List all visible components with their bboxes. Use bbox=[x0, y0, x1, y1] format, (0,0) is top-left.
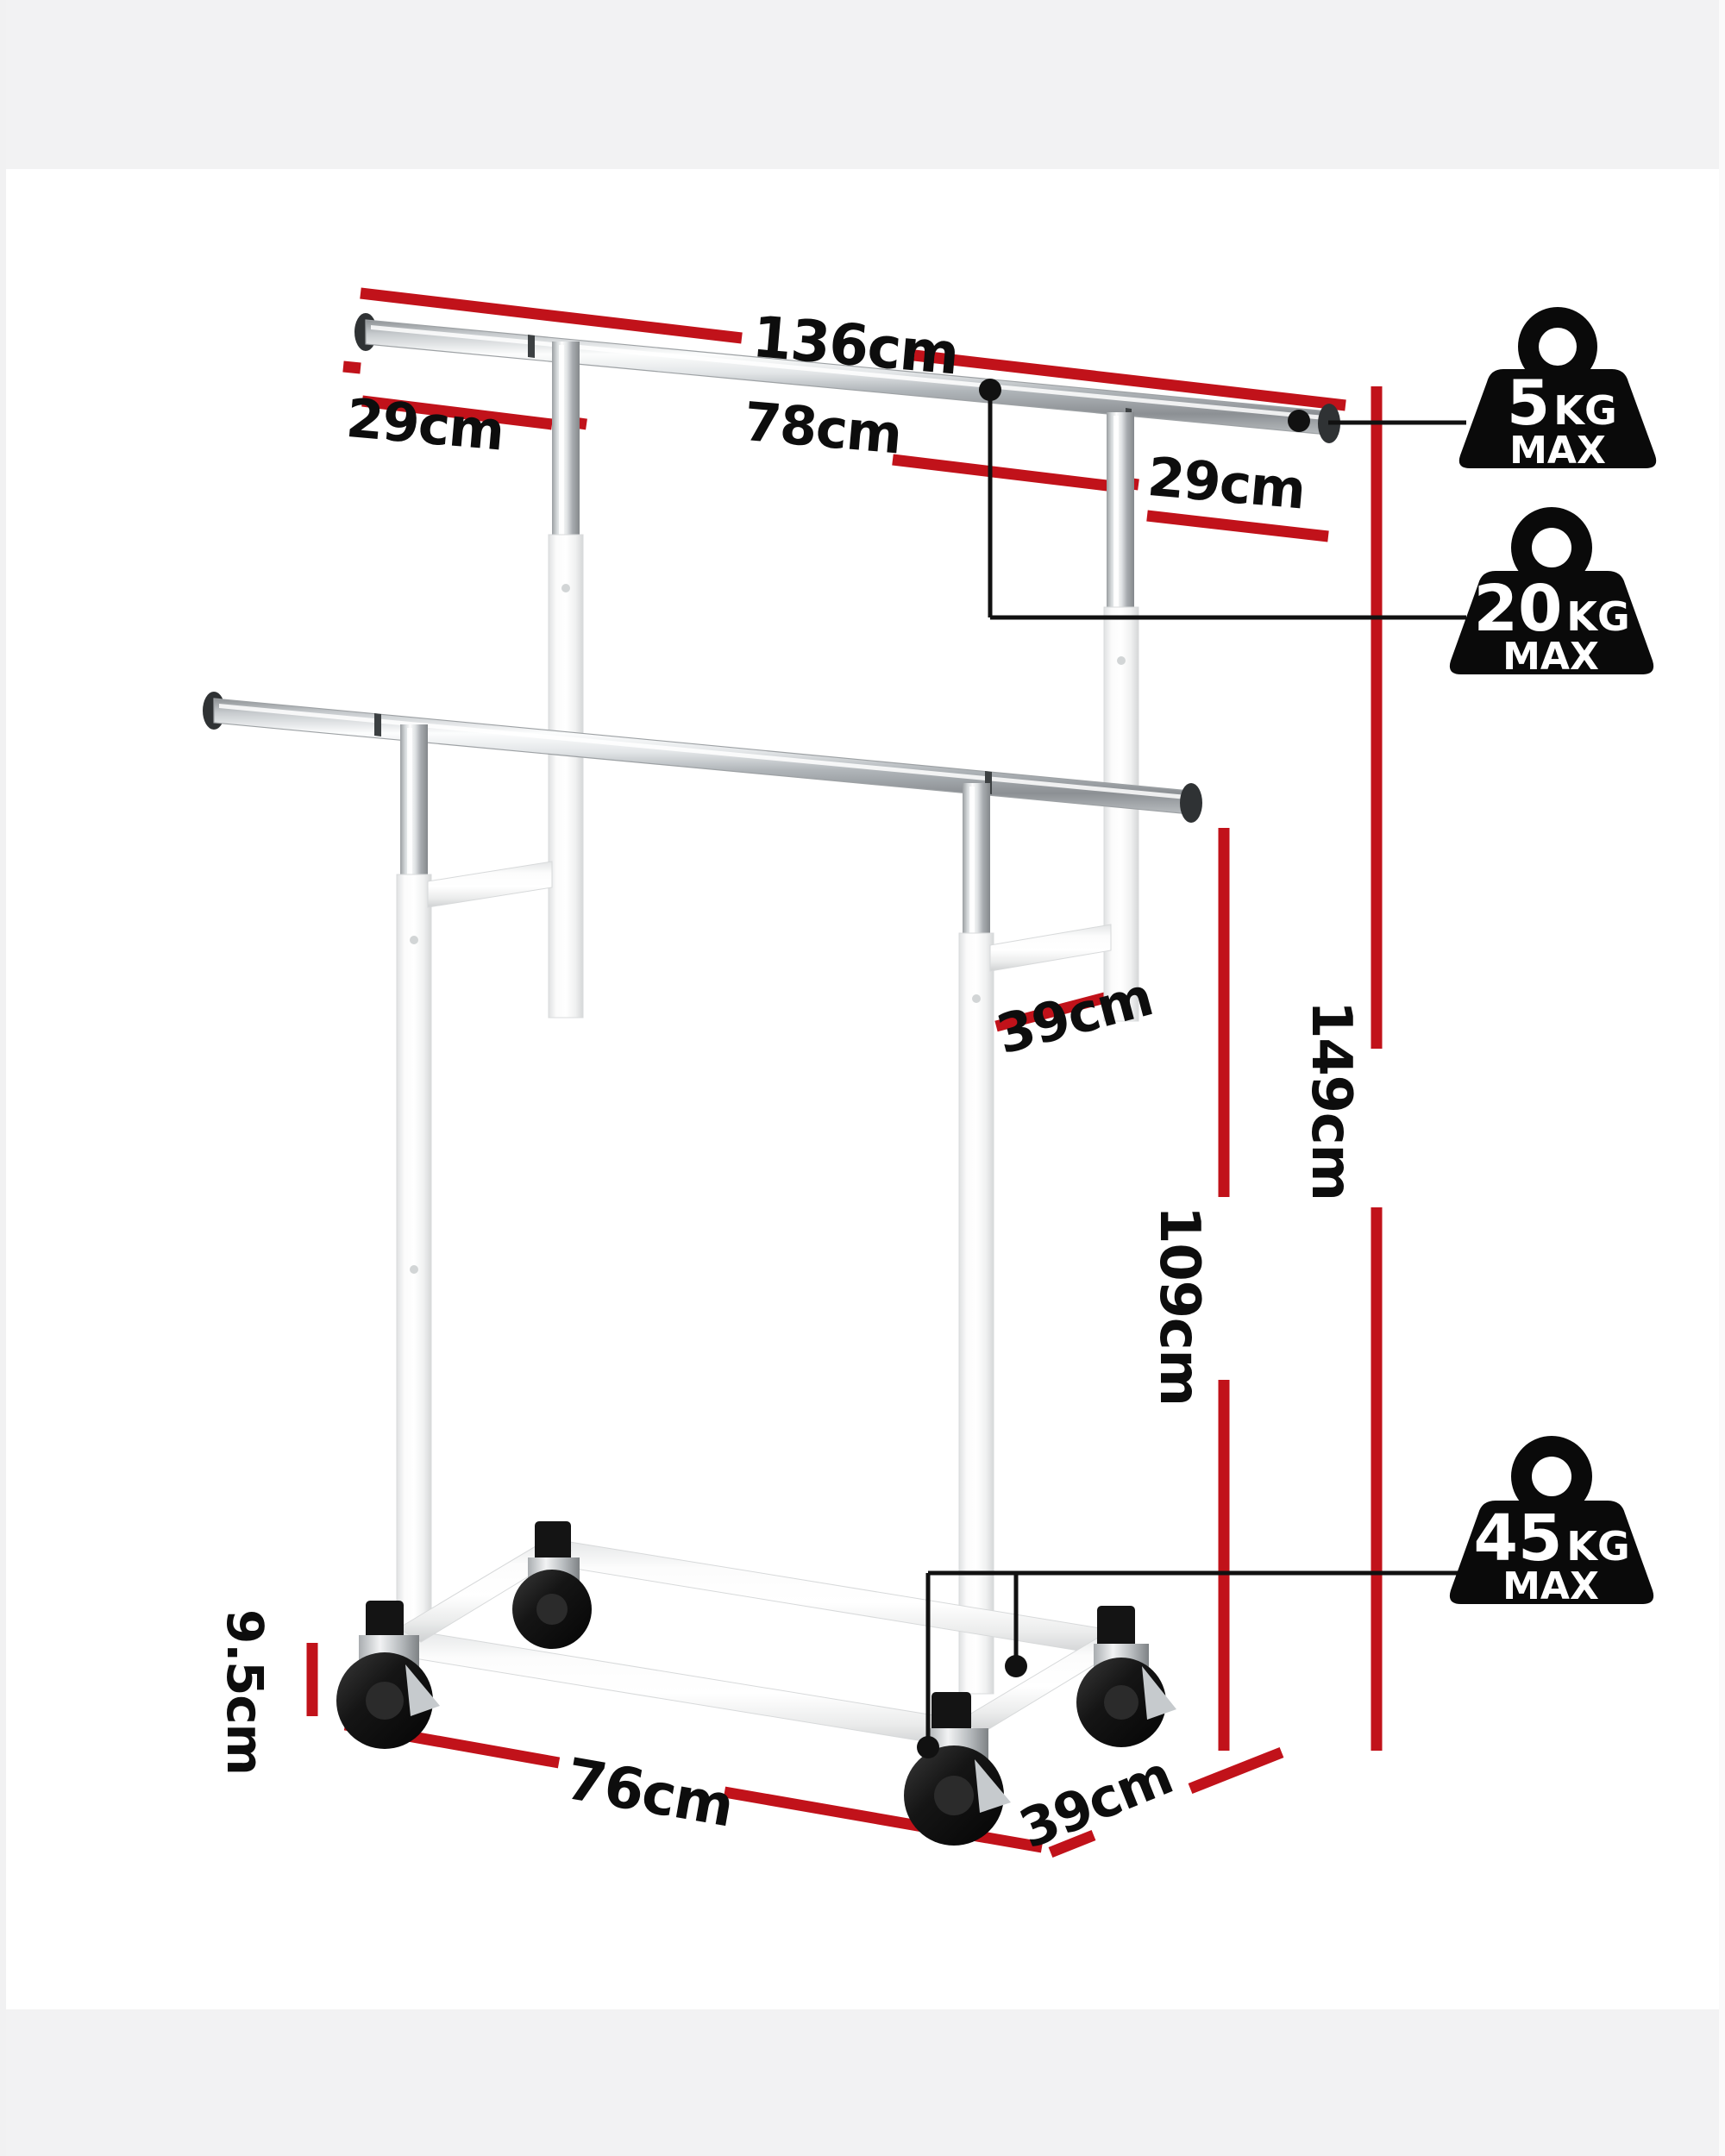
badge-5kg-number: 5 bbox=[1507, 367, 1550, 439]
badge-5kg-unit: KG bbox=[1553, 387, 1616, 434]
badge-5kg-max: MAX bbox=[1509, 429, 1606, 473]
front-left-pin-2 bbox=[410, 1265, 418, 1274]
weight-icon-handle-20 bbox=[1511, 507, 1592, 588]
weight-icon-body-20 bbox=[1449, 571, 1654, 674]
upper-left-upright bbox=[548, 342, 584, 1018]
front-left-adjust-pin bbox=[410, 936, 418, 944]
top-gray-band bbox=[0, 0, 1725, 169]
badge-20kg-max: MAX bbox=[1502, 635, 1599, 679]
dim-line-29-right bbox=[1146, 510, 1329, 542]
upper-right-adjust-pin bbox=[1117, 656, 1126, 665]
weight-icon-handle-5 bbox=[1518, 307, 1597, 386]
upper-right-upright bbox=[1103, 412, 1139, 1022]
right-upper-brace bbox=[989, 924, 1112, 972]
badge-20kg-unit: KG bbox=[1566, 593, 1629, 640]
dim-tick-39-base-a bbox=[1048, 1829, 1096, 1858]
label-109cm: 109cm bbox=[1147, 1206, 1211, 1406]
leader-20kg-dot bbox=[979, 379, 1001, 401]
leader-45kg-dot-a bbox=[917, 1736, 939, 1758]
caster-front-right bbox=[904, 1728, 1011, 1846]
upper-right-white-post bbox=[1103, 606, 1139, 1022]
top-rail-highlight bbox=[371, 325, 1325, 420]
dim-line-136-left bbox=[360, 287, 743, 344]
front-right-upright bbox=[958, 783, 994, 1695]
lower-rail-highlight bbox=[219, 704, 1187, 799]
badge-20kg[interactable] bbox=[1449, 507, 1654, 674]
lower-rail-joint-left bbox=[374, 713, 381, 736]
dim-line-76-right bbox=[723, 1786, 1044, 1853]
caster-rr-hub bbox=[1104, 1685, 1138, 1720]
weight-icon-body-45 bbox=[1449, 1501, 1654, 1604]
weight-icon-handle-45 bbox=[1511, 1436, 1592, 1517]
top-rail bbox=[354, 313, 1340, 443]
dim-line-78-right bbox=[892, 454, 1122, 493]
caster-fr-hub bbox=[934, 1776, 974, 1815]
right-edge-strip bbox=[1719, 0, 1725, 2156]
caster-fl-hub bbox=[366, 1682, 404, 1720]
left-edge-strip bbox=[0, 0, 6, 2156]
label-149cm: 149cm bbox=[1299, 1000, 1363, 1200]
corner-block-rear-right bbox=[1097, 1606, 1135, 1654]
label-9.5cm: 9.5cm bbox=[216, 1609, 274, 1775]
front-right-adjust-pin bbox=[972, 994, 981, 1003]
caster-fl-brake bbox=[405, 1664, 440, 1716]
upper-right-chrome bbox=[1107, 412, 1134, 612]
caster-front-left bbox=[336, 1635, 440, 1749]
base-frame bbox=[366, 1521, 1135, 1748]
weight-badges bbox=[1449, 307, 1657, 1604]
badge-45kg-unit: KG bbox=[1566, 1523, 1629, 1570]
caster-rear-left bbox=[512, 1557, 592, 1649]
dim-line-39-mid bbox=[994, 987, 1123, 1032]
front-left-upright bbox=[396, 724, 432, 1639]
upper-left-chrome-highlight bbox=[559, 345, 564, 536]
upper-left-adjust-pin bbox=[561, 584, 570, 592]
upper-left-chrome bbox=[552, 342, 580, 540]
dim-tick-29-left-a bbox=[342, 360, 361, 374]
front-right-chrome bbox=[963, 783, 990, 938]
front-right-white-post bbox=[958, 932, 994, 1695]
front-left-white-post bbox=[396, 874, 432, 1639]
lower-rail-tube bbox=[213, 698, 1191, 815]
caster-fr-brake bbox=[975, 1759, 1011, 1813]
dim-line-29-left bbox=[361, 395, 553, 430]
caster-rl-hub bbox=[536, 1594, 568, 1625]
badge-5kg[interactable] bbox=[1458, 307, 1657, 468]
leader-5kg-dot bbox=[1288, 410, 1310, 432]
lower-rail bbox=[203, 692, 1202, 823]
base-rear-rail bbox=[548, 1538, 1112, 1657]
dim-line-136-right bbox=[913, 349, 1346, 411]
top-rail-joint-left bbox=[528, 335, 535, 358]
upper-left-white-post bbox=[548, 534, 584, 1018]
caster-rr-brake bbox=[1142, 1666, 1176, 1720]
left-upper-brace bbox=[427, 861, 553, 908]
badge-20kg-number: 20 bbox=[1474, 572, 1563, 646]
dimension-lines bbox=[306, 287, 1383, 1858]
front-left-chrome bbox=[400, 724, 428, 880]
badge-labels: 5 KG MAX 20 KG MAX 45 KG MAX bbox=[1474, 367, 1630, 1608]
leader-45kg-dot-b bbox=[1005, 1655, 1027, 1677]
badge-45kg[interactable] bbox=[1449, 1436, 1654, 1604]
dim-line-39-base bbox=[1188, 1746, 1284, 1795]
leader-lines bbox=[917, 379, 1466, 1758]
garment-rack bbox=[203, 313, 1340, 1846]
caster-rear-right bbox=[1076, 1644, 1176, 1747]
front-left-chrome-highlight bbox=[407, 728, 412, 876]
weight-icon-body-5 bbox=[1458, 369, 1657, 468]
badge-45kg-max: MAX bbox=[1502, 1564, 1599, 1608]
front-right-chrome-highlight bbox=[969, 787, 975, 935]
base-front-rail bbox=[398, 1627, 962, 1748]
badge-45kg-number: 45 bbox=[1474, 1501, 1563, 1576]
corner-block-rear-left bbox=[535, 1521, 571, 1566]
upper-right-chrome-highlight bbox=[1113, 416, 1119, 609]
lower-rail-right-endcap bbox=[1180, 783, 1202, 823]
bottom-gray-band bbox=[0, 2009, 1725, 2156]
